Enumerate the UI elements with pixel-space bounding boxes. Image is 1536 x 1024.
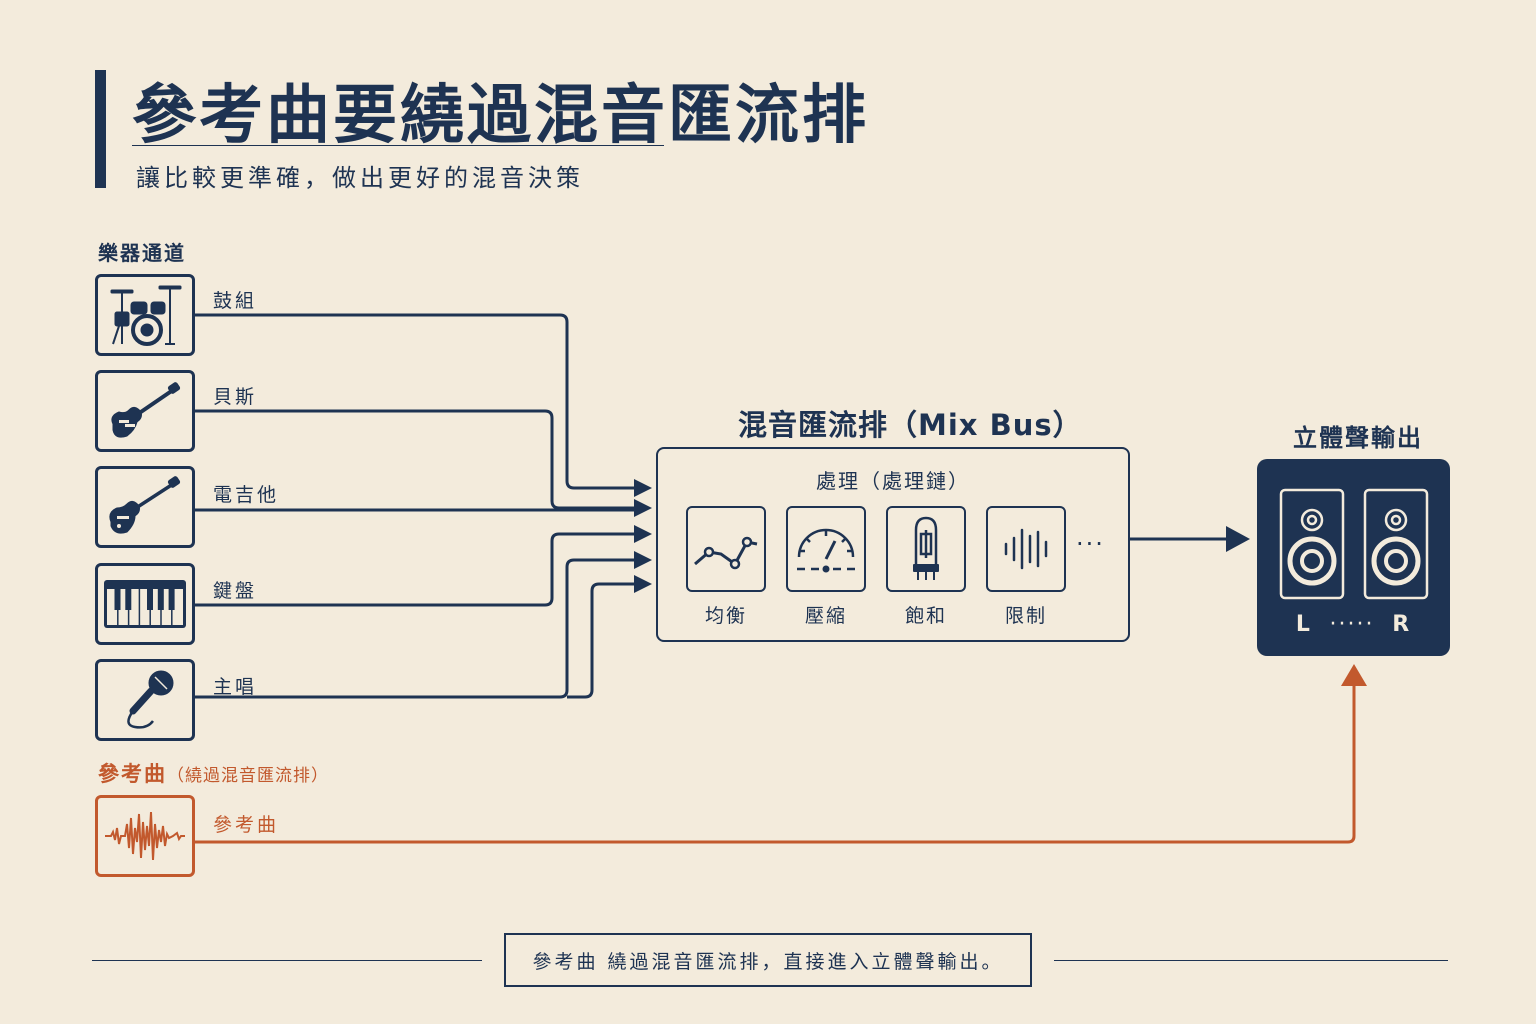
mix-bus-title: 混音匯流排（Mix Bus）	[738, 408, 1083, 442]
right-channel-label: R	[1392, 612, 1412, 637]
footer-divider-left	[92, 960, 482, 961]
stereo-output-title: 立體聲輸出	[1293, 424, 1423, 452]
bass-channel-box	[95, 370, 195, 452]
reference-title-note: （繞過混音匯流排）	[167, 766, 329, 786]
title-underline	[132, 145, 664, 146]
mix-bus-box	[656, 447, 1130, 642]
guitar-channel-box	[95, 466, 195, 548]
compressor-meter-icon	[797, 528, 855, 573]
keys-signal-line	[194, 532, 640, 607]
vocal-channel-label: 主唱	[213, 676, 258, 698]
waveform-icon	[105, 811, 185, 861]
reference-signal-line	[194, 684, 1356, 844]
saturation-label: 飽和	[904, 605, 947, 627]
vocal-channel-box	[95, 659, 195, 741]
stereo-output-box	[1257, 459, 1450, 656]
arrow-head	[634, 575, 652, 593]
reference-arrow-head	[1341, 664, 1367, 686]
microphone-icon	[127, 670, 174, 729]
bass-signal-line	[194, 409, 640, 510]
limiter-label: 限制	[1004, 605, 1047, 627]
compressor-label: 壓縮	[804, 605, 847, 627]
saturation-processor-box	[886, 506, 966, 592]
eq-label: 均衡	[704, 605, 747, 627]
title-accent-bar	[95, 70, 106, 188]
vacuum-tube-icon	[913, 516, 939, 580]
arrow-head	[1226, 526, 1250, 552]
guitar-channel-label: 電吉他	[213, 484, 280, 506]
stereo-lr-label: L ····· R	[1257, 612, 1450, 637]
footer-caption: 參考曲 繞過混音匯流排，直接進入立體聲輸出。	[504, 933, 1032, 987]
limiter-processor-box	[986, 506, 1066, 592]
page-title: 參考曲要繞過混音匯流排	[132, 78, 869, 153]
keyboard-icon	[104, 580, 186, 628]
drum-kit-icon	[110, 285, 182, 346]
eq-curve-icon	[694, 536, 758, 570]
keys-channel-box	[95, 563, 195, 645]
left-channel-label: L	[1295, 612, 1312, 637]
bass-guitar-icon	[111, 382, 181, 438]
arrow-head	[634, 499, 652, 517]
arrow-head	[634, 479, 652, 497]
eq-processor-box	[686, 506, 766, 592]
bass-channel-label: 貝斯	[213, 386, 258, 408]
lr-dots: ·····	[1329, 612, 1375, 637]
reference-track-label: 參考曲	[213, 814, 280, 836]
more-processors-ellipsis: ···	[1076, 530, 1105, 558]
vocal-signal-line-a	[194, 558, 640, 699]
compressor-processor-box	[786, 506, 866, 592]
arrow-head	[634, 525, 652, 543]
electric-guitar-icon	[109, 476, 181, 534]
limiter-waveform-icon	[1004, 528, 1048, 570]
stereo-speakers-icon	[1279, 488, 1429, 600]
reference-section-title: 參考曲（繞過混音匯流排）	[98, 758, 329, 788]
footer-divider-right	[1054, 960, 1448, 961]
page-subtitle: 讓比較更準確，做出更好的混音決策	[136, 164, 584, 192]
channels-section-label: 樂器通道	[98, 241, 186, 265]
keys-channel-label: 鍵盤	[213, 580, 258, 602]
drums-signal-line	[194, 313, 640, 490]
arrow-head	[634, 551, 652, 569]
drums-channel-box	[95, 274, 195, 356]
reference-track-box	[95, 795, 195, 877]
drums-channel-label: 鼓組	[213, 290, 258, 312]
reference-title-text: 參考曲	[98, 762, 167, 786]
processing-chain-title: 處理（處理鏈）	[816, 469, 970, 493]
